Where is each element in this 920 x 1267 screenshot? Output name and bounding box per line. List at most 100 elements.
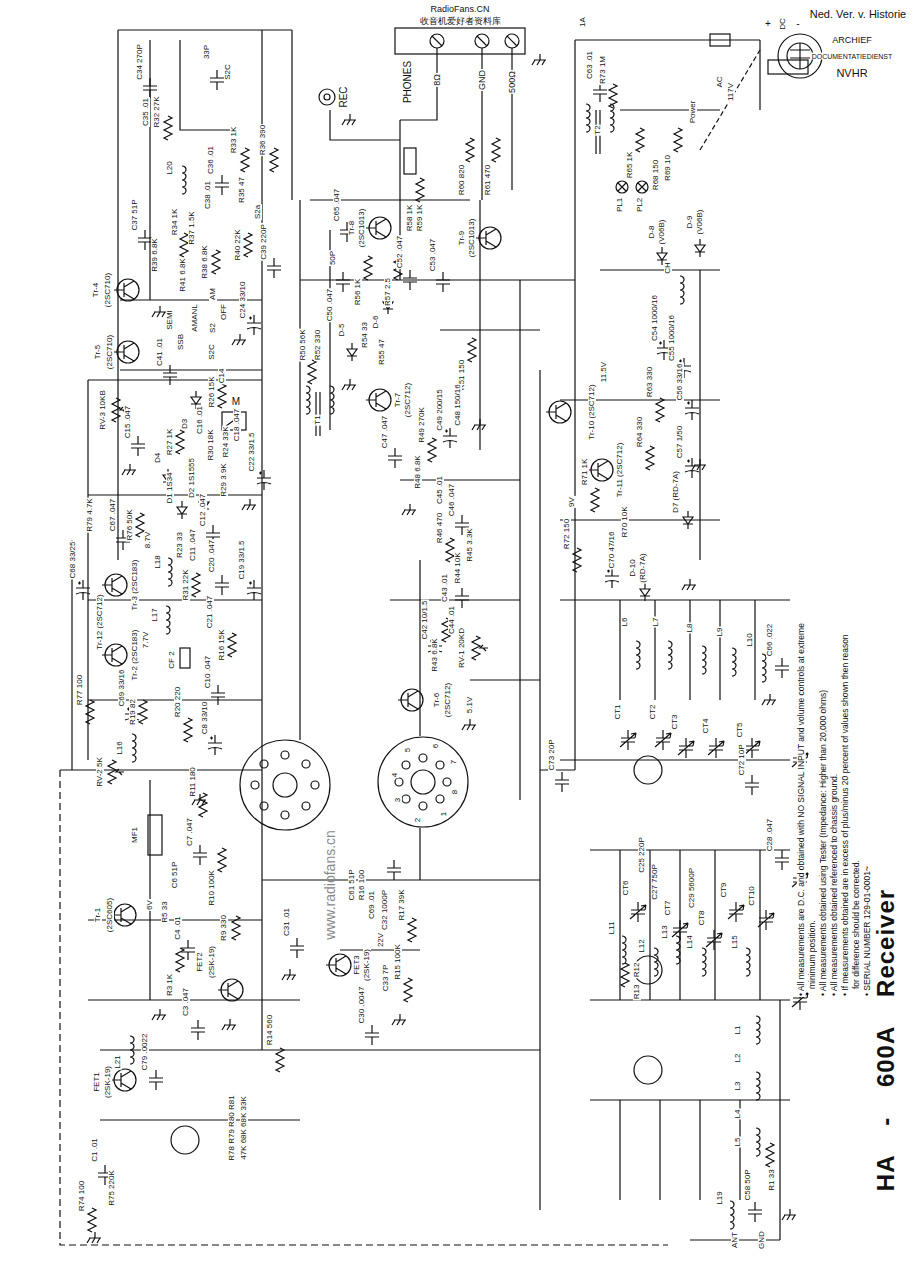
socket-pin <box>443 778 451 786</box>
part-label: C72 10P <box>738 743 746 776</box>
capacitor-symbol <box>387 860 401 880</box>
part-label: R68 150 <box>652 159 660 191</box>
capacitor-symbol <box>149 1070 163 1090</box>
part-label: CF 2 <box>168 650 176 669</box>
transistor-symbol <box>114 341 139 363</box>
part-label: DC <box>779 17 787 31</box>
variable-capacitor <box>728 902 744 922</box>
part-label: R73 1M <box>599 55 607 85</box>
part-label: R60 820 <box>458 164 466 196</box>
part-label: R19 82 <box>129 698 137 726</box>
socket-pin <box>395 778 403 786</box>
resistor-symbol <box>591 488 599 512</box>
part-label: AMANL <box>191 303 199 333</box>
part-label: 500Ω <box>508 70 517 94</box>
coil-symbol <box>132 734 136 762</box>
part-label: D-10 <box>629 558 637 577</box>
socket-pin <box>302 760 310 768</box>
part-label: Tr-5 <box>94 344 102 360</box>
part-label: 33P <box>203 44 211 60</box>
part-label: R69 10 <box>664 154 672 182</box>
potentiometer-symbol <box>472 636 480 660</box>
transistor-symbol <box>111 904 136 926</box>
part-label: R44 10K <box>454 551 462 584</box>
part-label: (2SC605) <box>106 897 114 933</box>
transformer-winding <box>330 386 334 414</box>
part-label: C10 .047 <box>204 655 212 689</box>
part-label: R35 47 <box>238 176 246 204</box>
phones-terminal-strip <box>395 28 525 54</box>
part-label: ANT <box>731 1231 739 1249</box>
part-label: L20 <box>166 160 174 175</box>
part-label: CT5 <box>736 721 744 738</box>
part-label: R70 10K <box>621 505 629 538</box>
part-label: FET2 <box>196 951 204 973</box>
part-label: C44 .01 <box>448 605 456 635</box>
resistor-symbol <box>408 918 416 942</box>
part-label: Tr-2 (2SC183) <box>131 629 139 682</box>
part-label: R32 27K <box>153 95 161 128</box>
resistor-symbol <box>364 256 372 280</box>
part-label: R27 1K <box>166 428 174 457</box>
part-label: R12 <box>633 962 641 979</box>
resistor-symbol <box>139 700 147 724</box>
transistor-symbol <box>366 217 391 239</box>
part-label: PL2 <box>636 197 644 213</box>
dc-terminal <box>768 60 808 74</box>
coil-symbol <box>676 936 680 964</box>
potentiometer-symbol <box>112 398 120 422</box>
part-label: Tr-11 (2SC712) <box>616 442 624 499</box>
part-label: L12 <box>638 938 646 953</box>
part-label: • All measurements obtained using Tester… <box>819 689 828 997</box>
archive-logo <box>787 43 813 69</box>
part-label: C33 7P <box>382 964 390 993</box>
part-label: L2 <box>734 1053 742 1064</box>
part-label: C21 .047 <box>206 595 214 629</box>
part-label: C4 .01 <box>174 915 182 941</box>
transistor-symbol <box>366 389 391 411</box>
part-label: C16 .01 <box>196 405 204 435</box>
electrolytic-capacitor <box>247 580 261 600</box>
range-switch <box>171 1126 199 1154</box>
part-label: (2SC710) <box>106 334 114 370</box>
potentiometer-symbol <box>108 760 116 784</box>
part-label: R78 R79 R80 R81 <box>228 1094 236 1161</box>
rec-jack <box>319 89 335 105</box>
ground-symbol <box>342 379 356 390</box>
part-label: R49 270K <box>418 406 426 444</box>
tube-socket <box>378 737 468 827</box>
ac-plug <box>710 34 730 46</box>
part-label: • If measurements obtained are in excess… <box>841 633 850 997</box>
coil-symbol <box>668 641 672 669</box>
part-label: SSB <box>177 333 185 351</box>
part-label: R13 <box>633 984 641 1001</box>
part-label: CT4 <box>702 717 710 734</box>
part-label: C42 10/1.5 <box>421 599 429 640</box>
part-label: NVHR <box>835 68 868 79</box>
part-label: 22V <box>377 932 385 948</box>
ground-symbol <box>682 579 696 590</box>
variable-capacitor <box>744 738 760 758</box>
part-label: L7 <box>652 617 660 628</box>
chassis-dashed-line <box>60 770 668 1245</box>
part-label: Tr-12 (2SC712) <box>96 593 104 650</box>
coil-symbol <box>762 654 766 682</box>
part-label: 1A <box>579 16 587 28</box>
part-label: C15 .047 <box>124 405 132 439</box>
ground-symbol <box>462 719 476 730</box>
part-label: D1 1S34 <box>166 471 174 504</box>
ground-symbol <box>222 1019 236 1030</box>
part-label: C46 .047 <box>448 483 456 517</box>
resistor-symbol <box>184 718 192 742</box>
part-label: RadioFans.CN <box>429 5 490 14</box>
part-label: L13 <box>661 924 669 939</box>
part-label: Ned. Ver. v. Historie <box>809 9 907 20</box>
part-label: C43 .01 <box>441 573 449 603</box>
potentiometer-wiper <box>116 407 488 775</box>
coil-symbol <box>732 648 736 676</box>
part-label: R55 47 <box>378 338 386 366</box>
coil-symbol <box>130 1036 134 1064</box>
part-label: C34 270P <box>136 43 144 81</box>
part-label: 6 <box>432 743 440 749</box>
part-label: (2SK-19) <box>363 948 371 982</box>
